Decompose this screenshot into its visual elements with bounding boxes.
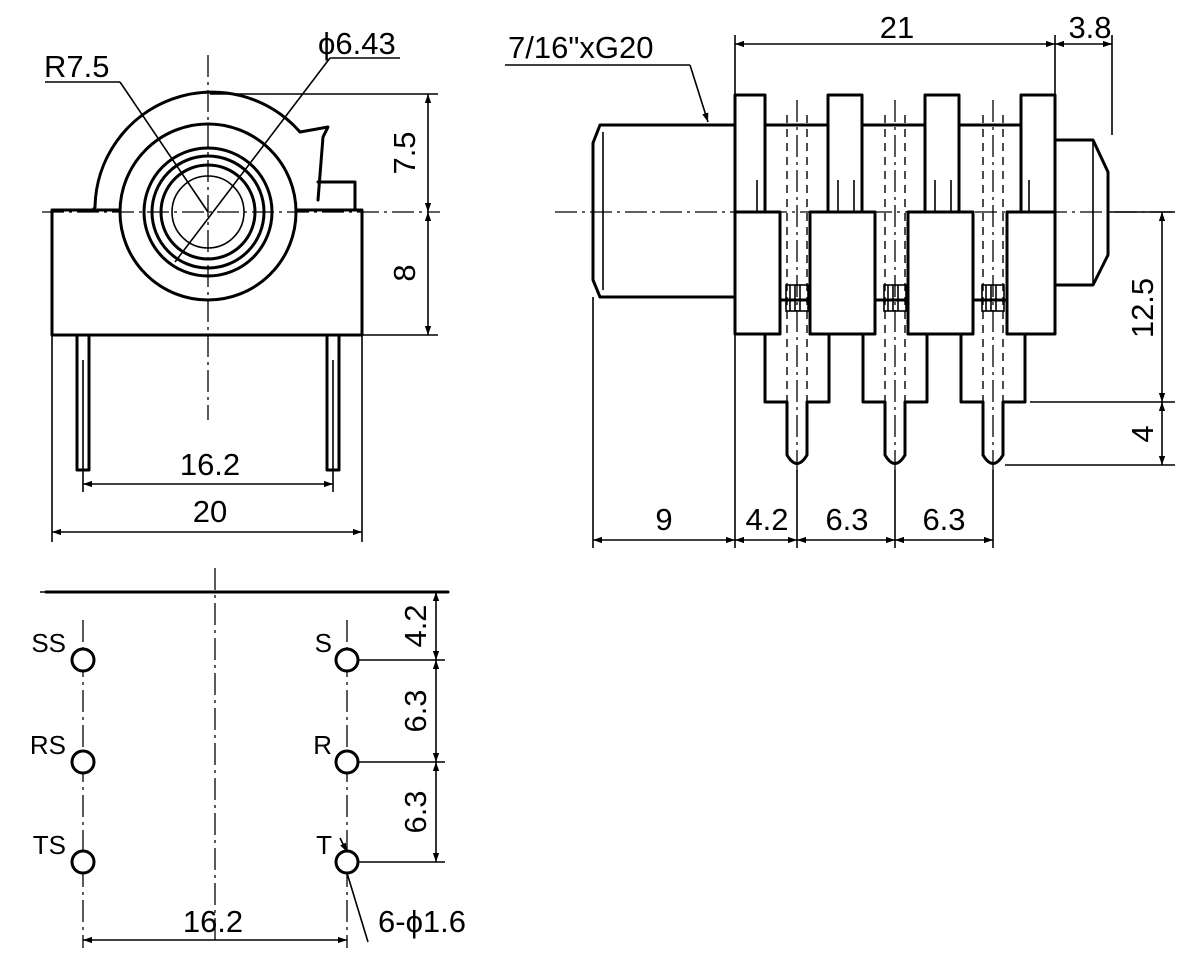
bore-diameter-label: ϕ6.43 xyxy=(318,26,396,61)
hole-ts xyxy=(70,849,96,875)
dim-nose-length: 3.8 xyxy=(1068,10,1111,45)
thread-spec-label: 7/16"xG20 xyxy=(508,30,653,65)
hole-r xyxy=(334,749,360,775)
dim-bushing-length: 9 xyxy=(655,502,672,537)
side-view: 7/16"xG20 21 3.8 12.5 4 9 4.2 6.3 6.3 xyxy=(505,10,1175,548)
hole-rs xyxy=(70,749,96,775)
hole-t xyxy=(334,849,360,875)
dim-pin-spacing: 16.2 xyxy=(180,447,240,482)
fp-row-pitch-1: 4.2 xyxy=(398,604,433,647)
dim-pin-length: 4 xyxy=(1125,425,1160,442)
fp-hole-label: 6-ϕ1.6 xyxy=(378,904,466,939)
dim-upper-height: 7.5 xyxy=(387,131,422,174)
fp-row-pitch-2: 6.3 xyxy=(398,689,433,732)
pcb-footprint: SS RS TS S R T 4.2 6.3 6.3 16.2 6-ϕ1.6 xyxy=(30,568,466,948)
pin-label-s: S xyxy=(315,628,332,658)
radius-label: R7.5 xyxy=(44,49,109,84)
pin-label-r: R xyxy=(313,730,332,760)
dim-body-length: 21 xyxy=(880,10,914,45)
dim-pitch-third: 6.3 xyxy=(922,502,965,537)
pin-label-t: T xyxy=(316,830,332,860)
hole-s xyxy=(334,647,360,673)
dim-pitch-first: 4.2 xyxy=(745,502,788,537)
dim-pitch-second: 6.3 xyxy=(825,502,868,537)
pin-label-rs: RS xyxy=(30,730,66,760)
dim-lower-height: 8 xyxy=(387,264,422,281)
dim-height-to-axis: 12.5 xyxy=(1125,278,1160,338)
fp-row-pitch-3: 6.3 xyxy=(398,790,433,833)
front-view: R7.5 ϕ6.43 7.5 8 16.2 20 xyxy=(42,26,440,542)
fp-col-spacing: 16.2 xyxy=(183,904,243,939)
pin-label-ts: TS xyxy=(33,830,66,860)
hole-ss xyxy=(70,647,96,673)
dim-body-width: 20 xyxy=(193,494,227,529)
pin-label-ss: SS xyxy=(31,628,66,658)
